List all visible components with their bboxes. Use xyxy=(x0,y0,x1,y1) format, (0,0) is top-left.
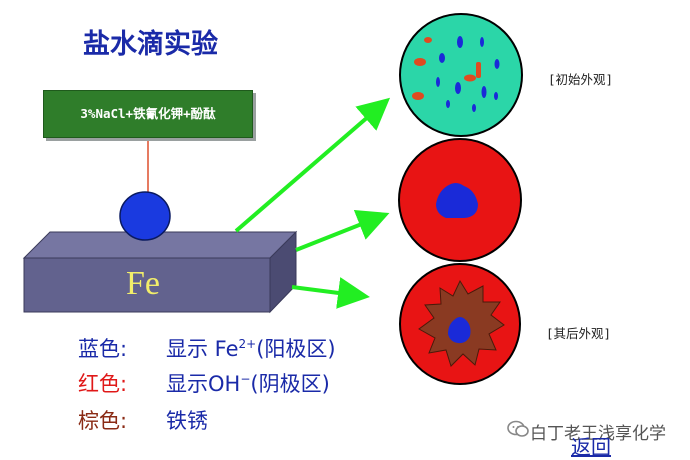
blue-spot xyxy=(481,86,487,98)
blue-spot xyxy=(455,82,461,94)
legend-red-desc-suffix: (阴极区) xyxy=(250,372,330,396)
legend-brown: 棕色: 铁锈 xyxy=(78,405,208,435)
middle-stage-circle xyxy=(398,138,522,262)
red-spot xyxy=(412,92,424,100)
initial-appearance-label: [初始外观] xyxy=(548,72,614,87)
arrow-to-middle xyxy=(295,209,390,252)
legend-brown-desc: 铁锈 xyxy=(166,409,208,433)
later-appearance-label: [其后外观] xyxy=(546,326,612,341)
blue-spot xyxy=(494,92,498,100)
anode-blue-region xyxy=(448,317,471,344)
anode-blue-region xyxy=(436,183,478,218)
legend-red-desc-prefix: 显示OH xyxy=(166,372,241,396)
legend-blue-desc-prefix: 显示 Fe xyxy=(166,337,239,361)
later-appearance-circle xyxy=(399,263,521,385)
salt-water-droplet xyxy=(119,191,171,241)
blue-spot xyxy=(457,36,463,48)
legend-red-desc-sup: − xyxy=(240,372,251,386)
legend-blue-desc-sup: 2+ xyxy=(238,337,257,351)
legend-red-key: 红色: xyxy=(78,372,128,396)
arrow-to-initial xyxy=(234,97,391,233)
reagent-label-box: 3%NaCl+铁氰化钾+酚酞 xyxy=(43,90,253,138)
blue-spot xyxy=(480,37,484,47)
iron-bar xyxy=(22,230,298,314)
red-spot xyxy=(464,74,476,82)
back-link[interactable]: 返回 xyxy=(571,435,611,459)
legend-blue-key: 蓝色: xyxy=(78,337,128,361)
legend-blue-desc: 显示 Fe2+(阳极区) xyxy=(166,337,336,361)
chat-bubble-icon xyxy=(507,420,529,437)
legend-blue-desc-suffix: (阳极区) xyxy=(256,337,336,361)
red-spot xyxy=(424,37,432,43)
legend-red-desc: 显示OH−(阴极区) xyxy=(166,372,330,396)
blue-spot xyxy=(446,100,450,108)
iron-bar-front xyxy=(23,257,271,313)
legend-red: 红色: 显示OH−(阴极区) xyxy=(78,368,330,398)
metal-label: Fe xyxy=(126,265,160,302)
red-spot xyxy=(414,58,426,66)
blue-spot xyxy=(436,77,440,87)
page-title: 盐水滴实验 xyxy=(83,29,218,60)
blue-spot xyxy=(472,104,476,112)
blue-spot xyxy=(494,59,500,69)
blue-spot xyxy=(439,53,445,63)
legend-brown-key: 棕色: xyxy=(78,409,128,433)
legend-blue: 蓝色: 显示 Fe2+(阳极区) xyxy=(78,333,336,363)
red-spot xyxy=(476,62,481,78)
watermark-text: 白丁老王浅享化学 xyxy=(530,424,666,444)
initial-appearance-circle xyxy=(399,13,523,137)
arrow-to-later xyxy=(291,277,370,309)
